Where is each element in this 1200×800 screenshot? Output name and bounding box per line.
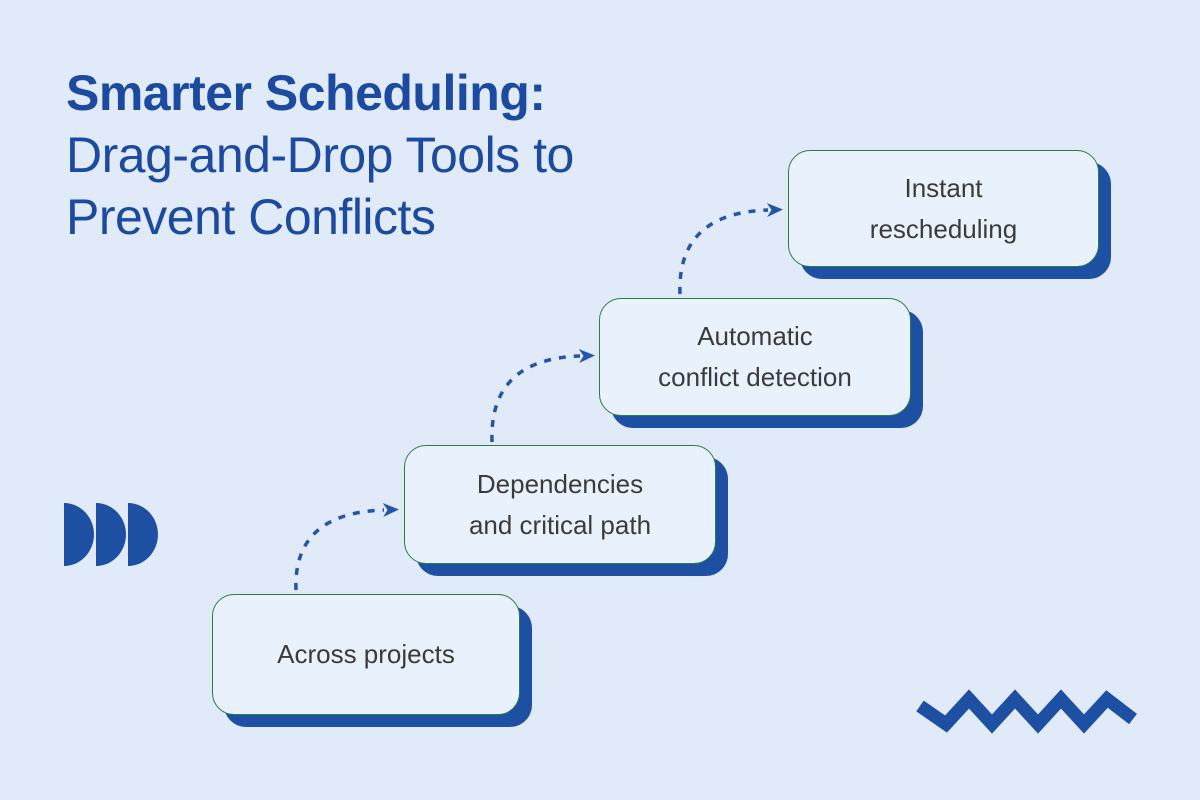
step-box-instant-rescheduling: Instant rescheduling	[788, 150, 1099, 267]
arrow-icon-step2-to-step3	[490, 349, 595, 443]
title-line-3: Prevent Conflicts	[66, 189, 436, 245]
semicircle-icon	[128, 503, 158, 566]
title-line-bold: Smarter Scheduling:	[66, 65, 546, 121]
step-label: Dependencies and critical path	[468, 468, 652, 540]
step-box-across-projects: Across projects	[212, 594, 520, 715]
step-box-dependencies-critical-path: Dependencies and critical path	[404, 445, 716, 564]
step-label: Automatic conflict detection	[658, 321, 852, 392]
semicircle-icon	[96, 503, 126, 566]
arrow-icon-step1-to-step2	[294, 503, 399, 591]
title-line-2: Drag-and-Drop Tools to	[66, 127, 574, 183]
step-label: Instant rescheduling	[869, 172, 1018, 244]
step-label: Across projects	[277, 639, 455, 669]
semicircle-icon	[64, 503, 94, 566]
step-box-automatic-conflict-detection: Automatic conflict detection	[599, 298, 911, 416]
zigzag-decoration	[916, 689, 1137, 734]
arrow-icon-step3-to-step4	[678, 203, 783, 295]
triple-semicircle-decoration	[64, 503, 158, 566]
page-title: Smarter Scheduling: Drag-and-Drop Tools …	[66, 62, 574, 248]
